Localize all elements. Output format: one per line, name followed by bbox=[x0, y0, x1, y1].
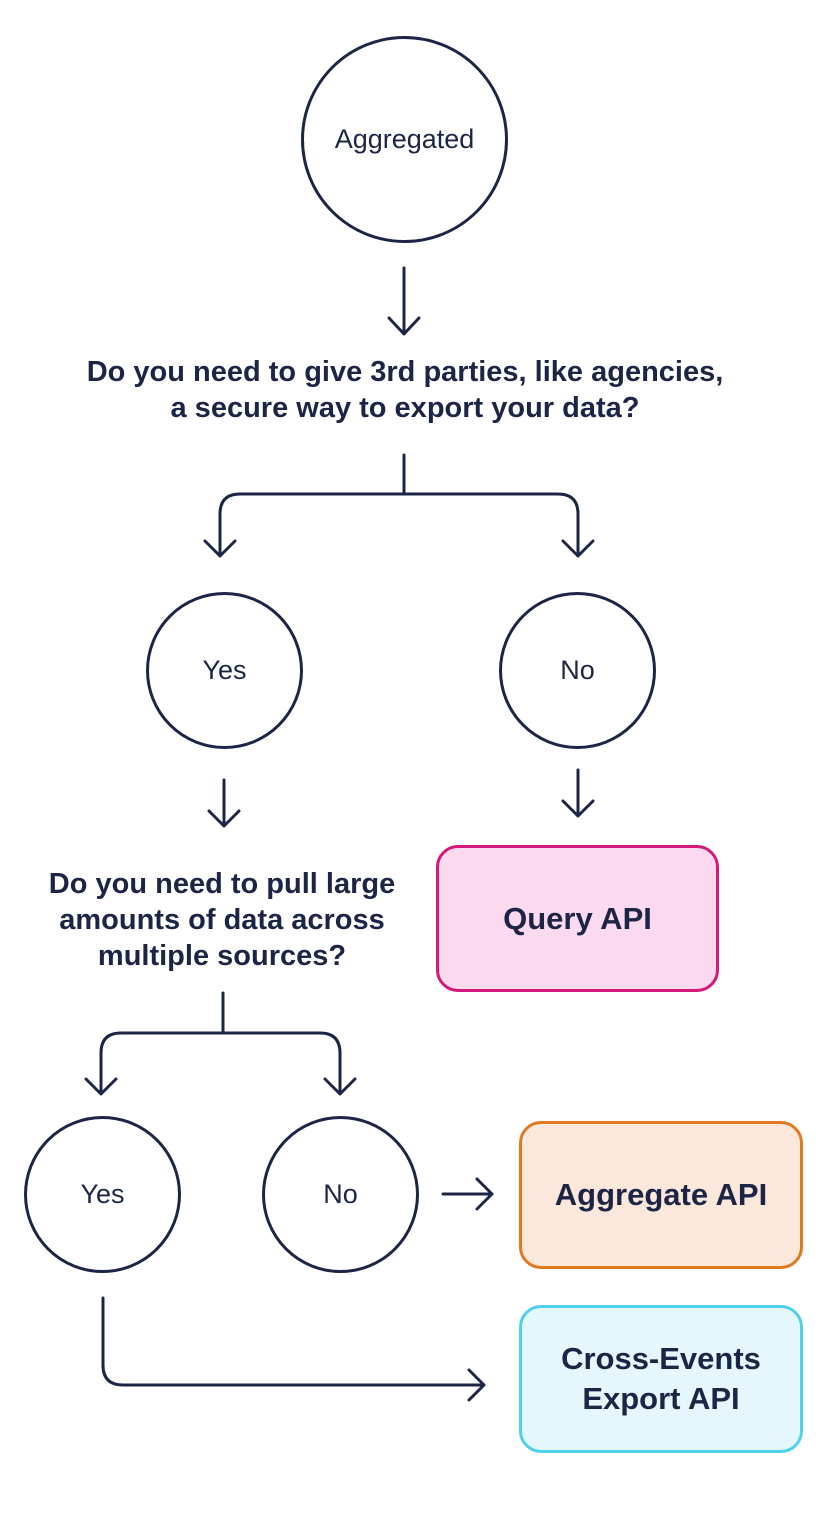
branch-question-1 bbox=[203, 453, 595, 558]
start-node-aggregated: Aggregated bbox=[301, 36, 508, 243]
no-label: No bbox=[323, 1179, 358, 1209]
question-1-no-node: No bbox=[499, 592, 656, 749]
question-2-yes-node: Yes bbox=[24, 1116, 181, 1273]
question-2-text: Do you need to pull large amounts of dat… bbox=[48, 868, 396, 972]
arrow-yes-to-cross-events-api bbox=[101, 1296, 486, 1402]
question-1-text: Do you need to give 3rd parties, like ag… bbox=[86, 356, 724, 424]
aggregate-api-box: Aggregate API bbox=[519, 1121, 803, 1269]
start-node-label: Aggregated bbox=[334, 124, 475, 154]
yes-label: Yes bbox=[80, 1179, 125, 1209]
yes-label: Yes bbox=[202, 655, 247, 685]
no-label: No bbox=[560, 655, 595, 685]
question-1-yes-node: Yes bbox=[146, 592, 303, 749]
arrow-no-to-query-api bbox=[561, 768, 595, 818]
arrow-yes-to-question-2 bbox=[207, 778, 241, 828]
arrow-no-to-aggregate-api bbox=[441, 1177, 494, 1211]
question-2-no-node: No bbox=[262, 1116, 419, 1273]
query-api-box: Query API bbox=[436, 845, 719, 992]
arrow-start-to-question-1 bbox=[387, 266, 421, 336]
cross-events-export-api-box: Cross-Events Export API bbox=[519, 1305, 803, 1453]
branch-question-2 bbox=[84, 991, 357, 1096]
